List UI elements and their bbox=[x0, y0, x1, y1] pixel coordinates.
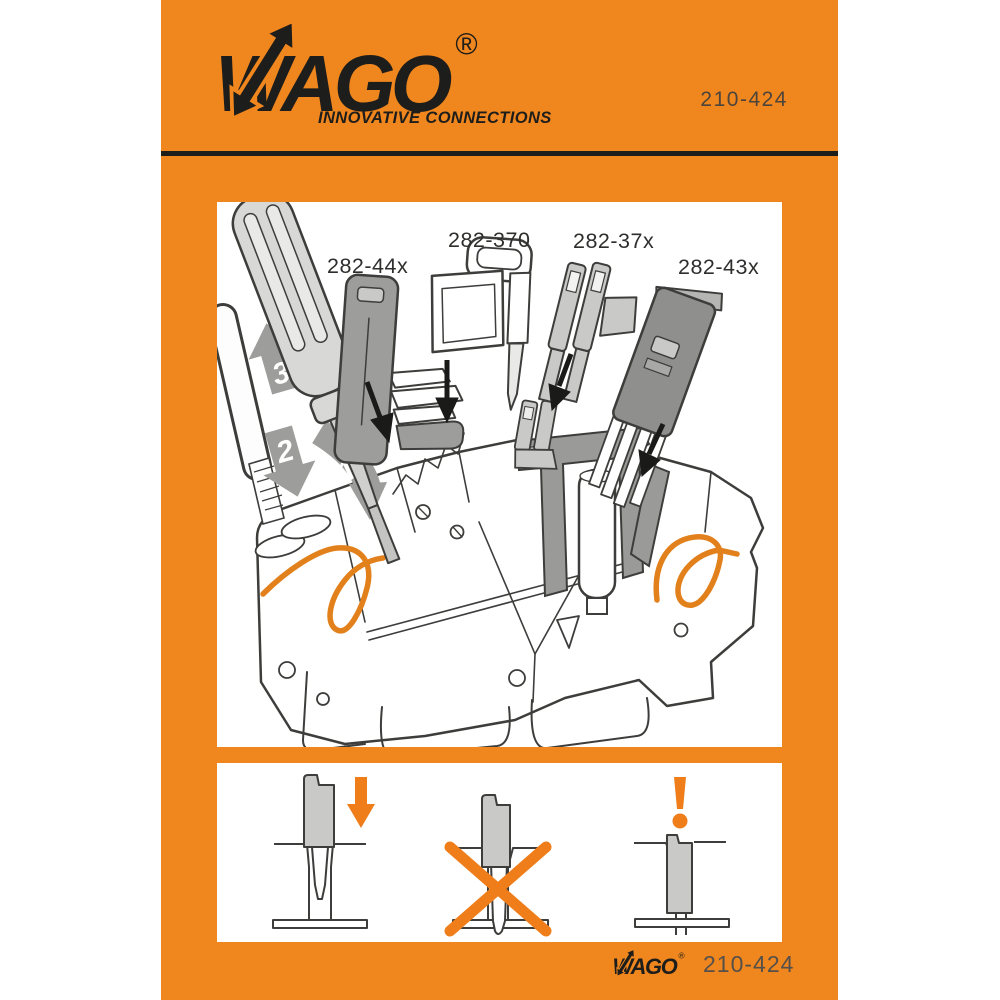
registered-mark: ® bbox=[455, 28, 477, 61]
usage-diagrams bbox=[272, 774, 730, 937]
insert-arrow-icon bbox=[347, 777, 375, 828]
instruction-illustration-panel: 3 2 1 bbox=[217, 202, 782, 747]
clamp-spring-right bbox=[653, 534, 740, 608]
usage-guidance-panel bbox=[217, 763, 782, 942]
wago-tagline: INNOVATIVE CONNECTIONS bbox=[318, 109, 552, 127]
diagram-wedged-tool bbox=[634, 777, 730, 935]
terminal-block-illustration: 3 2 1 bbox=[217, 202, 765, 747]
wago-logo-small bbox=[613, 949, 686, 979]
item-number-header: 210-424 bbox=[700, 88, 788, 111]
inserted-marker-strip bbox=[629, 462, 671, 568]
part-label-282-43x: 282-43x bbox=[678, 255, 759, 279]
header-divider bbox=[161, 151, 838, 156]
insert-arrow-37x-icon bbox=[548, 353, 574, 412]
footer: 210-424 bbox=[613, 944, 813, 984]
part-282-370 bbox=[430, 236, 533, 411]
part-282-37x bbox=[538, 261, 638, 403]
diagram-wrong-insertion bbox=[444, 794, 552, 937]
diagram-correct-insertion bbox=[272, 774, 375, 929]
item-number-footer: 210-424 bbox=[703, 950, 795, 977]
part-label-282-370: 282-370 bbox=[448, 228, 530, 252]
terminal-block bbox=[254, 432, 765, 747]
seated-jumper bbox=[513, 399, 558, 470]
step-2-down-arrow-icon: 2 bbox=[263, 425, 316, 497]
exclamation-icon bbox=[672, 777, 688, 829]
insert-arrow-44x-icon bbox=[364, 381, 394, 444]
insert-arrow-43x-icon bbox=[638, 422, 666, 478]
insert-direction-arrows bbox=[364, 353, 666, 478]
wago-logo: WAGO ® bbox=[215, 24, 478, 128]
part-label-282-44x: 282-44x bbox=[327, 254, 408, 278]
clamp-spring-left bbox=[260, 545, 386, 634]
wago-instruction-sticker: WAGO ® INNOVATIVE CONNECTIONS 210-424 bbox=[161, 0, 838, 1000]
insert-arrow-370-icon bbox=[435, 360, 459, 424]
part-label-282-37x: 282-37x bbox=[573, 229, 654, 253]
prohibited-cross-icon bbox=[444, 841, 552, 937]
stripped-wire bbox=[217, 303, 285, 526]
wago-logo-arrow-icon bbox=[229, 24, 297, 122]
